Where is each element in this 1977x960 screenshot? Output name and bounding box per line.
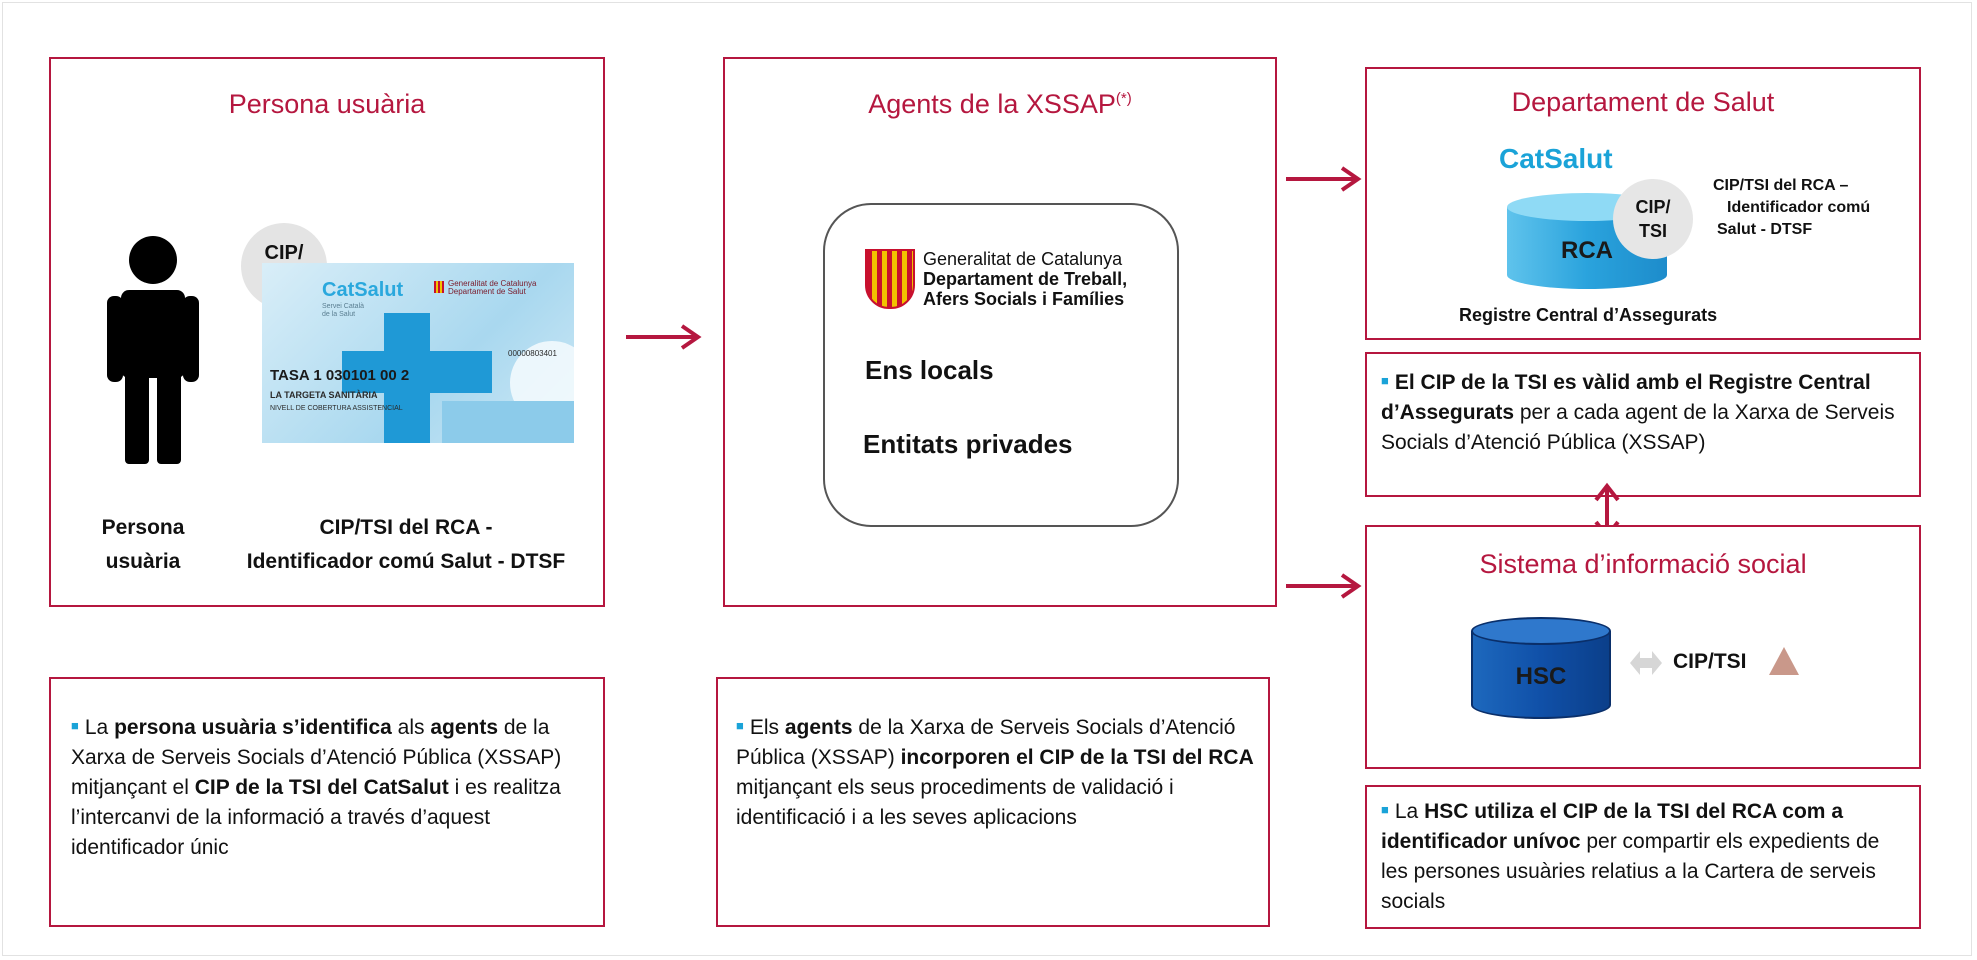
social-note: ■La HSC utiliza el CIP de la TSI del RCA… [1365, 785, 1921, 929]
salut-panel-title: Departament de Salut [1511, 87, 1775, 117]
arrow-user-to-agents [626, 324, 702, 350]
agents-note-parts: Els agents de la Xarxa de Serveis Social… [736, 716, 1254, 829]
agents-panel-title: Agents de la XSSAP(*) [868, 89, 1132, 119]
bullet-icon: ■ [736, 718, 744, 733]
social-panel: Sistema d’informació social HSC CIP/TSI [1365, 525, 1921, 769]
card-line2: NIVELL DE COBERTURA ASSISTENCIAL [270, 405, 403, 412]
social-note-parts: La HSC utiliza el CIP de la TSI del RCA … [1381, 800, 1879, 913]
salut-panel: Departament de Salut CatSalut RCA CIP/ T… [1365, 67, 1921, 340]
person-label: Persona usuària [101, 516, 185, 573]
card-line1: LA TARGETA SANITÀRIA [270, 390, 378, 400]
note-segment: HSC utiliza el CIP de la TSI del RCA com… [1381, 800, 1843, 853]
note-segment: incorporen el CIP de la TSI del RCA [900, 746, 1254, 769]
bullet-icon: ■ [71, 718, 79, 733]
gencat-name: Generalitat de Catalunya [923, 249, 1123, 269]
note-segment: mitjançant els seus procediments de vali… [736, 776, 1174, 829]
note-segment: de la Xarxa de Serveis Socials d’Atenció… [736, 716, 1236, 769]
person-icon [107, 236, 199, 464]
note-segment: agents [784, 716, 853, 739]
note-segment: CIP de la TSI del CatSalut [194, 776, 449, 799]
arrow-agents-to-salut [1286, 166, 1362, 192]
note-segment: La [1394, 800, 1425, 823]
card-brand: CatSalut [322, 279, 404, 301]
dept-name-line2: Afers Socials i Famílies [923, 289, 1125, 309]
user-panel-title: Persona usuària [228, 89, 426, 119]
hsc-label: HSC [1515, 663, 1567, 690]
salut-side-label: CIP/TSI del RCA – Identificador comú Sal… [1713, 177, 1871, 238]
gencat-logo [865, 249, 915, 309]
user-note: ■La persona usuària s’identifica als age… [49, 677, 605, 927]
user-note-parts: La persona usuària s’identifica als agen… [71, 716, 561, 859]
catsalut-logo: CatSalut [1499, 143, 1613, 174]
agent-item-ens-locals: Ens locals [865, 355, 994, 385]
rca-label: RCA [1561, 237, 1613, 264]
bullet-icon: ■ [1381, 802, 1389, 817]
social-note-text: ■La HSC utiliza el CIP de la TSI del RCA… [1381, 795, 1906, 917]
social-panel-title: Sistema d’informació social [1479, 549, 1807, 579]
note-segment: als [391, 716, 431, 739]
dept-name-line1: Departament de Treball, [923, 269, 1128, 289]
arrow-agents-to-social [1286, 573, 1362, 599]
cip-rca-label: CIP/TSI del RCA - Identificador comú Sal… [246, 516, 566, 573]
hsc-database-icon: HSC [1471, 617, 1611, 719]
agents-note: ■Els agents de la Xarxa de Serveis Socia… [716, 677, 1270, 927]
registry-label: Registre Central d’Assegurats [1459, 305, 1718, 325]
note-segment: La [84, 716, 115, 739]
triangle-icon [1769, 647, 1799, 675]
note-segment: Els [749, 716, 785, 739]
user-panel: Persona usuària CIP/ TSI CatSalut Servei… [49, 57, 605, 607]
salut-note: ■El CIP de la TSI es vàlid amb el Regist… [1365, 352, 1921, 497]
note-segment: de la Xarxa de Serveis Socials d’Atenció… [71, 716, 562, 799]
note-segment: i es realitza l’intercanvi de la informa… [71, 776, 561, 859]
agents-panel: Agents de la XSSAP(*) Generalitat de Cat… [723, 57, 1277, 607]
exchange-arrow-icon [1630, 651, 1662, 675]
bullet-icon: ■ [1381, 373, 1389, 388]
salut-note-text: ■El CIP de la TSI es vàlid amb el Regist… [1381, 366, 1901, 458]
card-gov-logo [434, 281, 444, 293]
note-segment: per a cada agent de la Xarxa de Serveis … [1381, 401, 1895, 454]
card-number: 00000803401 [508, 349, 557, 358]
user-note-text: ■La persona usuària s’identifica als age… [71, 711, 583, 863]
note-segment: agents [430, 716, 499, 739]
note-segment: El CIP de la TSI es vàlid amb el Registr… [1381, 371, 1871, 424]
agents-note-text: ■Els agents de la Xarxa de Serveis Socia… [736, 711, 1256, 833]
social-cip-label: CIP/TSI [1673, 650, 1747, 673]
card-tasa: TASA 1 030101 00 2 [270, 367, 410, 384]
rca-cip-badge: CIP/ TSI [1613, 179, 1693, 259]
agent-item-entitats-privades: Entitats privades [863, 429, 1073, 459]
agents-inner-box: Generalitat de Catalunya Departament de … [823, 203, 1179, 527]
note-segment: per compartir els expedients de les pers… [1381, 830, 1880, 913]
salut-note-parts: El CIP de la TSI es vàlid amb el Registr… [1381, 371, 1895, 454]
note-segment: persona usuària s’identifica [114, 716, 392, 739]
